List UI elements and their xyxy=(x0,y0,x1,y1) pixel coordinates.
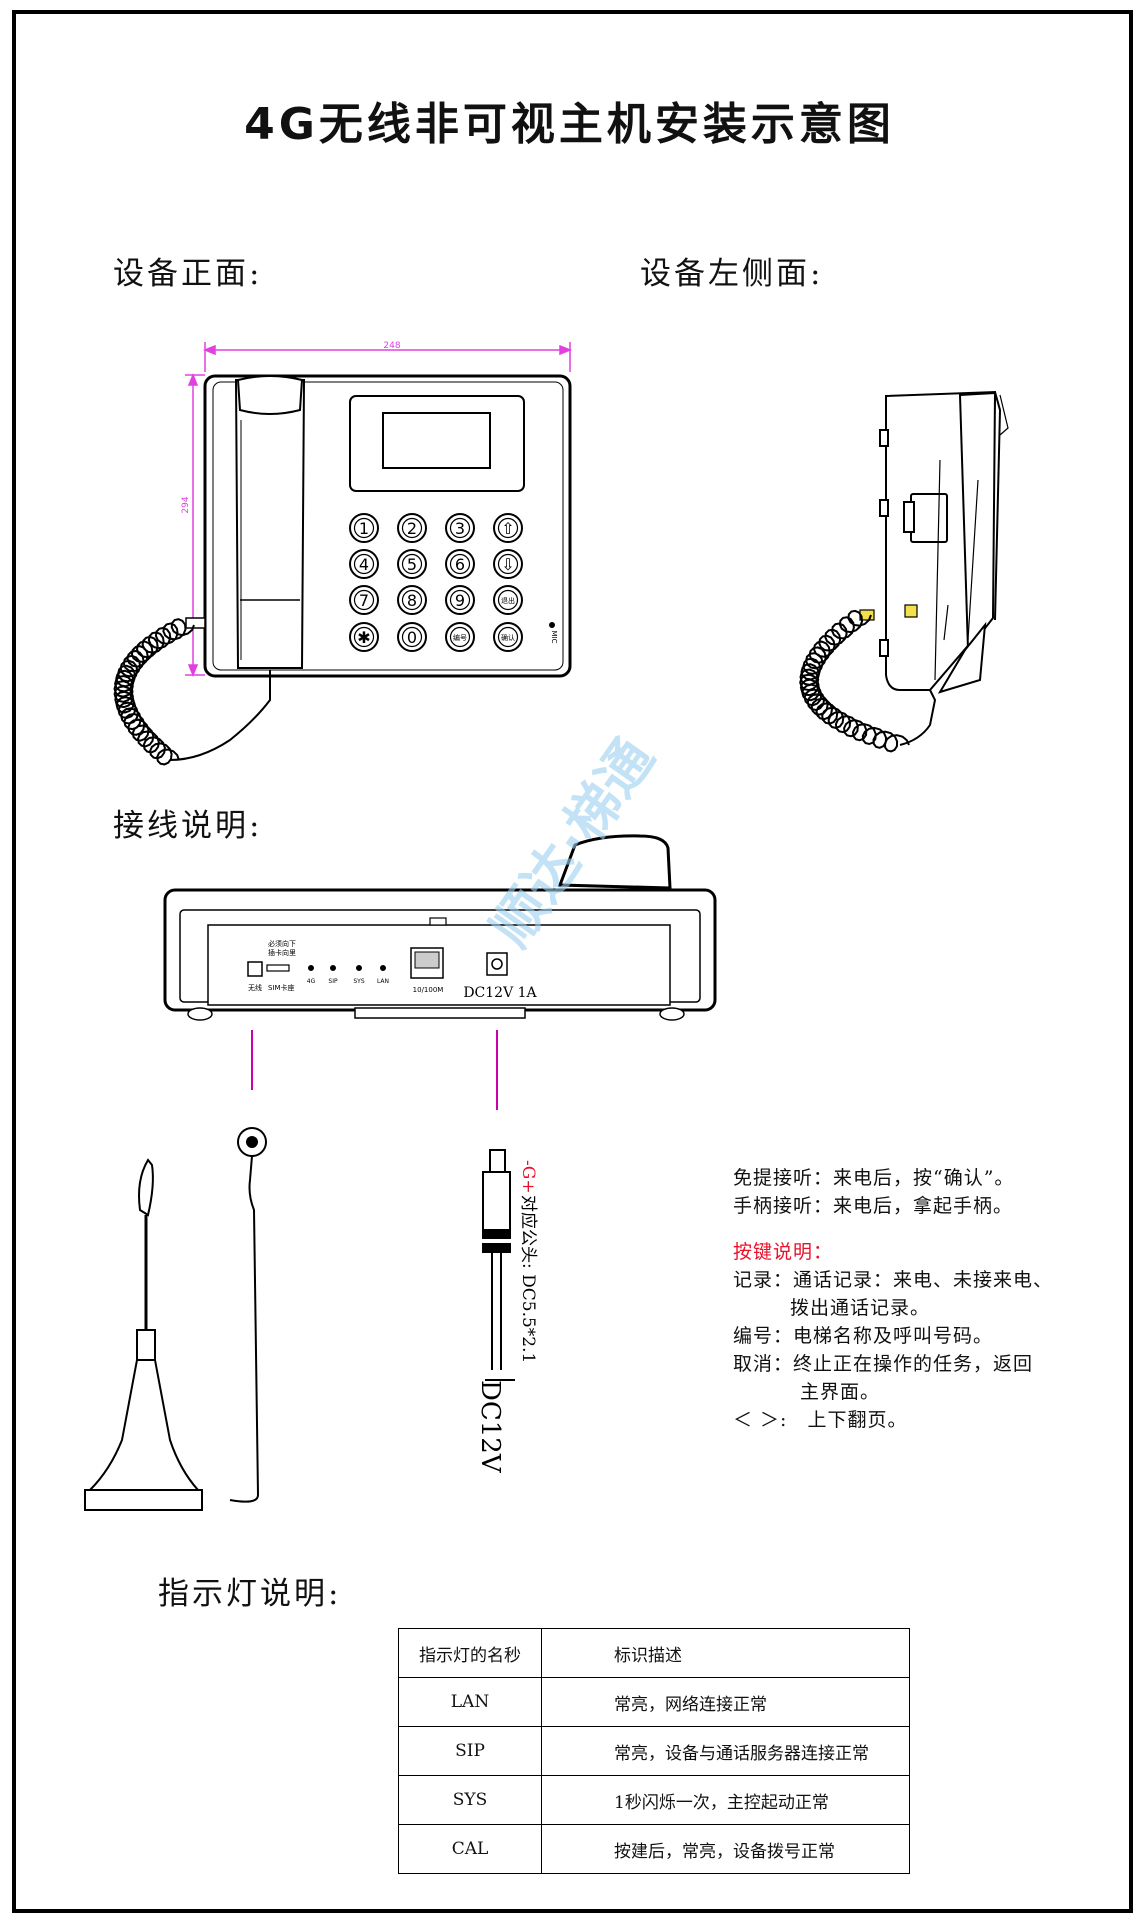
polarity-label: -G+ xyxy=(518,1160,538,1194)
indicator-table: 指示灯的名秒 标识描述 LAN 常亮，网络连接正常 SIP 常亮，设备与通话服务… xyxy=(398,1628,910,1874)
number-note: 编号：电梯名称及呼叫号码。 xyxy=(733,1325,994,1347)
keypad-key-label: 确认 xyxy=(501,633,515,642)
heading-front: 设备正面: xyxy=(113,256,263,292)
side-view-phone xyxy=(799,390,1009,753)
sim-slot-label: SIM卡座 xyxy=(268,983,295,992)
dim-width-label: 248 xyxy=(383,341,400,351)
cancel-note: 取消：终止正在操作的任务，返回 xyxy=(733,1353,1034,1375)
power-port-label: DC12V 1A xyxy=(463,985,537,1001)
keys-heading: 按键说明： xyxy=(733,1241,834,1263)
row-desc: 按建后，常亮，设备拨号正常 xyxy=(541,1824,910,1874)
table-row: SYS 1秒闪烁一次，主控起动正常 xyxy=(398,1775,910,1825)
led-4g-label: 4G xyxy=(307,978,316,985)
sim-note-1: 必须向下 xyxy=(268,939,296,948)
record-note-cont: 拨出通话记录。 xyxy=(790,1297,931,1319)
led-sys-label: SYS xyxy=(353,978,364,985)
handsfree-note: 免提接听：来电后，按“确认”。 xyxy=(733,1167,1015,1189)
table-row: CAL 按建后，常亮，设备拨号正常 xyxy=(398,1824,910,1874)
page-frame xyxy=(12,10,1133,1913)
heading-wiring: 接线说明: xyxy=(113,808,263,844)
row-desc: 常亮，设备与通话服务器连接正常 xyxy=(541,1726,910,1776)
table-row: SIP 常亮，设备与通话服务器连接正常 xyxy=(398,1726,910,1776)
antenna-drawing xyxy=(84,1127,267,1511)
keypad-key-label: ✱ xyxy=(357,628,370,647)
page-note: ＜ ＞: 上下翻页。 xyxy=(733,1409,908,1431)
keypad-key-label: 2 xyxy=(407,519,417,538)
heading-indicator: 指示灯说明: xyxy=(158,1576,342,1612)
dc-plug-drawing xyxy=(482,1149,515,1381)
row-desc: 常亮，网络连接正常 xyxy=(541,1677,910,1727)
led-lan-label: LAN xyxy=(377,978,389,985)
keypad-key-label: 9 xyxy=(455,591,465,610)
row-name: CAL xyxy=(398,1824,542,1874)
keypad-key-label: 7 xyxy=(359,591,369,610)
keypad-key-label: 1 xyxy=(359,519,369,538)
eth-port-label: 10/100M xyxy=(413,986,444,994)
dim-height-label: 294 xyxy=(181,496,191,513)
keypad-key-label: 编号 xyxy=(453,633,467,642)
table-row: LAN 常亮，网络连接正常 xyxy=(398,1677,910,1727)
keypad-key-label: 5 xyxy=(407,555,417,574)
sim-note-2: 插卡向里 xyxy=(268,948,296,957)
page-title: 4G无线非可视主机安装示意图 xyxy=(244,99,895,150)
cancel-note-cont: 主界面。 xyxy=(800,1381,881,1403)
keypad-key-label: 6 xyxy=(455,555,465,574)
antenna-label: 无线 xyxy=(248,983,262,992)
led-sip-label: SIP xyxy=(328,978,338,985)
keypad-key-label: ⇩ xyxy=(501,555,514,574)
keypad-key-label: 4 xyxy=(359,555,369,574)
rear-panel xyxy=(163,834,717,1021)
table-header-row: 指示灯的名秒 标识描述 xyxy=(398,1628,910,1678)
heading-left-side: 设备左侧面: xyxy=(640,256,824,292)
handset-note: 手柄接听：来电后，拿起手柄。 xyxy=(733,1195,1014,1217)
keypad-key-label: 3 xyxy=(455,519,465,538)
voltage-label: DC12V xyxy=(475,1380,505,1474)
row-desc: 1秒闪烁一次，主控起动正常 xyxy=(541,1775,910,1825)
header-desc: 标识描述 xyxy=(541,1628,910,1678)
record-note: 记录：通话记录：来电、未接来电、 xyxy=(733,1269,1054,1291)
row-name: SYS xyxy=(398,1775,542,1825)
header-name: 指示灯的名秒 xyxy=(398,1628,542,1678)
operation-notes: 免提接听：来电后，按“确认”。 手柄接听：来电后，拿起手柄。 按键说明： 记录：… xyxy=(733,1164,1053,1434)
row-name: SIP xyxy=(398,1726,542,1776)
keypad: 1 2 3 ⇧ 4 5 6 ⇩ 7 8 9 退出 ✱ 0 编号 确认 xyxy=(349,513,523,652)
keypad-key-label: 0 xyxy=(407,628,417,647)
mic-label: MIC xyxy=(550,631,558,644)
row-name: LAN xyxy=(398,1677,542,1727)
keypad-key-label: ⇧ xyxy=(501,519,514,538)
keypad-key-label: 退出 xyxy=(501,596,515,605)
plug-spec-label: 对应公头: DC5.5*2.1 xyxy=(518,1195,538,1363)
keypad-key-label: 8 xyxy=(407,591,417,610)
front-view-phone: 248 294 1 2 3 ⇧ 4 5 6 ⇩ 7 8 9 退出 ✱ 0 编号 确认 MIC xyxy=(113,341,573,766)
